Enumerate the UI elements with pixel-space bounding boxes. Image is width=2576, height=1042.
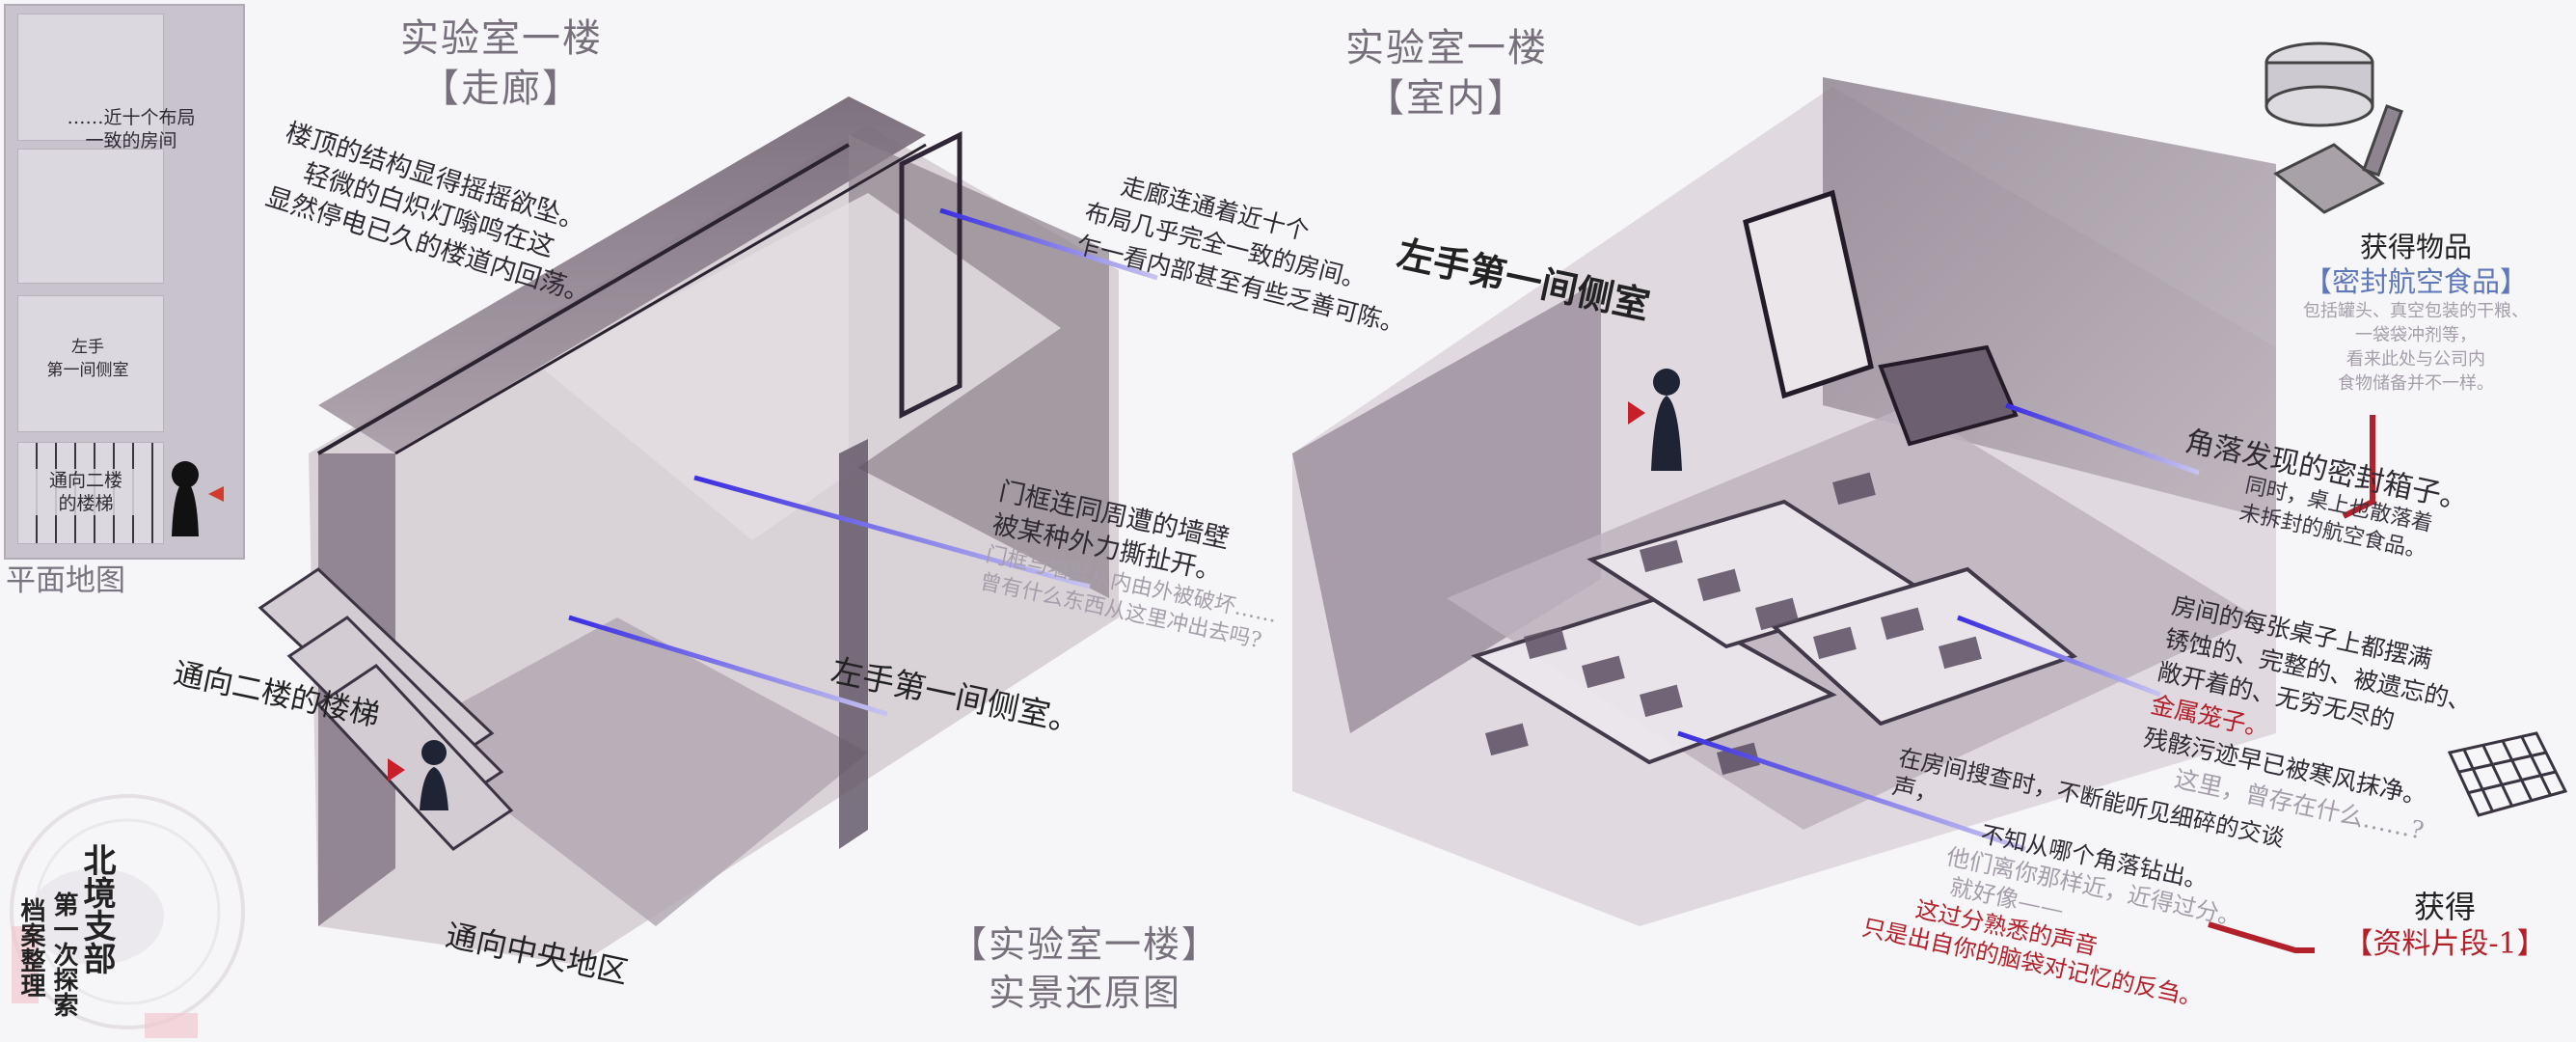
- item-label: 获得物品: [2359, 231, 2472, 263]
- plan-side-room-label: 左手 第一间侧室: [46, 338, 129, 380]
- gain-panel: 获得 【资料片段-1】: [2315, 888, 2575, 963]
- item-panel: 获得物品 【密封航空食品】 包括罐头、真空包装的干粮、 一袋袋冲剂等， 看来此处…: [2257, 230, 2575, 396]
- gain-name: 【资料片段-1】: [2344, 927, 2546, 961]
- plan-room-side: [17, 295, 164, 432]
- pawn-marker-corridor: [388, 740, 448, 810]
- room-title: 实验室一楼 【室内】: [1345, 26, 1548, 121]
- item-name: 【密封航空食品】: [2303, 265, 2528, 298]
- plan-marker-arrow-icon: [208, 486, 224, 502]
- plan-room: [17, 149, 164, 284]
- corridor-title: 实验室一楼 【走廊】: [400, 16, 603, 111]
- stamp-text-2: 第一次探索: [49, 891, 78, 1017]
- archive-stamp: 北境支部 第一次探索 档案整理: [0, 782, 256, 1042]
- cage-illustration: [2447, 731, 2568, 817]
- corridor-illustration: [258, 96, 1119, 965]
- pawn-marker-room: [1628, 369, 1682, 471]
- callout-lines: [568, 207, 2200, 852]
- food-can-illustration: [2264, 41, 2403, 214]
- plan-room: [17, 14, 164, 141]
- scene-caption: 【实验室一楼】 实景还原图: [949, 923, 1220, 1014]
- item-desc: 包括罐头、真空包装的干粮、 一袋袋冲剂等， 看来此处与公司内 食物储备并不一样。: [2303, 301, 2529, 394]
- stamp-text-3: 档案整理: [16, 897, 45, 998]
- plan-pawn-icon: [168, 459, 203, 536]
- floor-plan-map: ……近十个布局 一致的房间 左手 第一间侧室 通向二楼 的楼梯: [4, 4, 245, 560]
- red-callouts: [2208, 415, 2375, 953]
- plan-rooms-label: ……近十个布局 一致的房间: [67, 107, 196, 151]
- plan-caption: 平面地图: [6, 563, 125, 598]
- plan-stairs-label: 通向二楼 的楼梯: [23, 469, 149, 515]
- stamp-text-1: 北境支部: [77, 843, 116, 974]
- gain-label: 获得: [2413, 889, 2476, 925]
- stamp-emblem-icon: [10, 794, 245, 1038]
- room-illustration: [1292, 77, 2276, 926]
